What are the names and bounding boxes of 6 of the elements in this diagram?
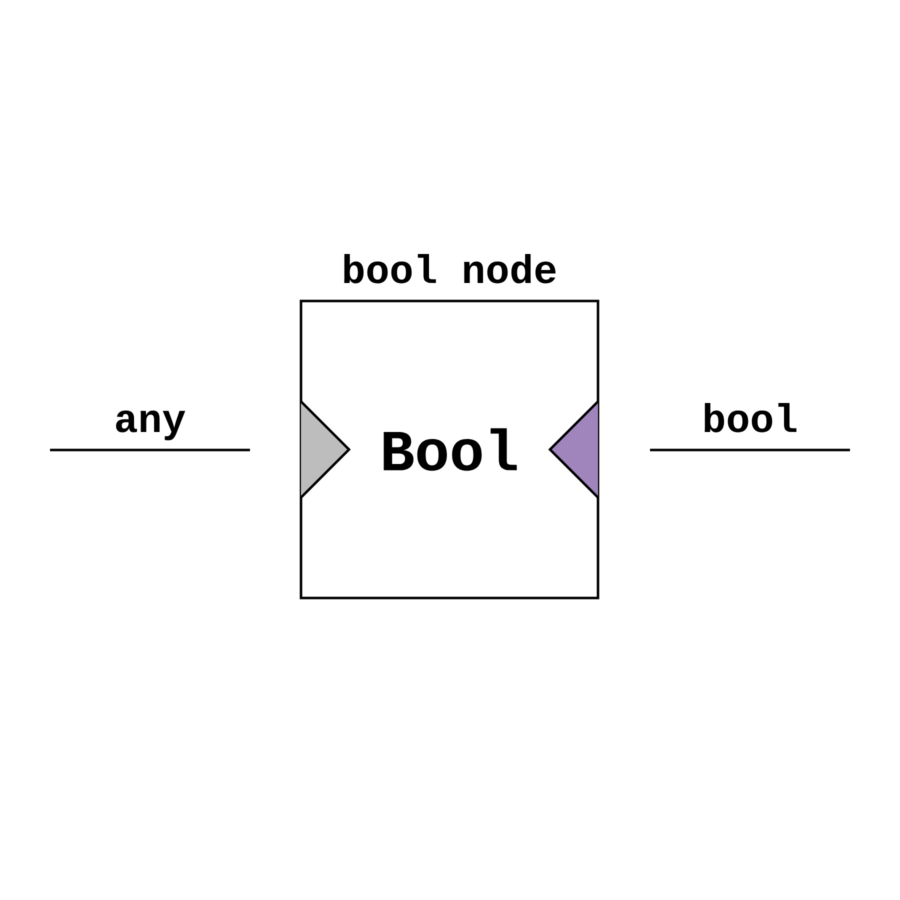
wire-label: any bbox=[116, 410, 186, 440]
port-triangle bbox=[300, 400, 351, 499]
node-title: bool node bbox=[344, 254, 556, 284]
port-triangle bbox=[548, 400, 600, 499]
process-box: Bool bbox=[300, 300, 600, 600]
wire-label: bool bbox=[704, 403, 796, 432]
